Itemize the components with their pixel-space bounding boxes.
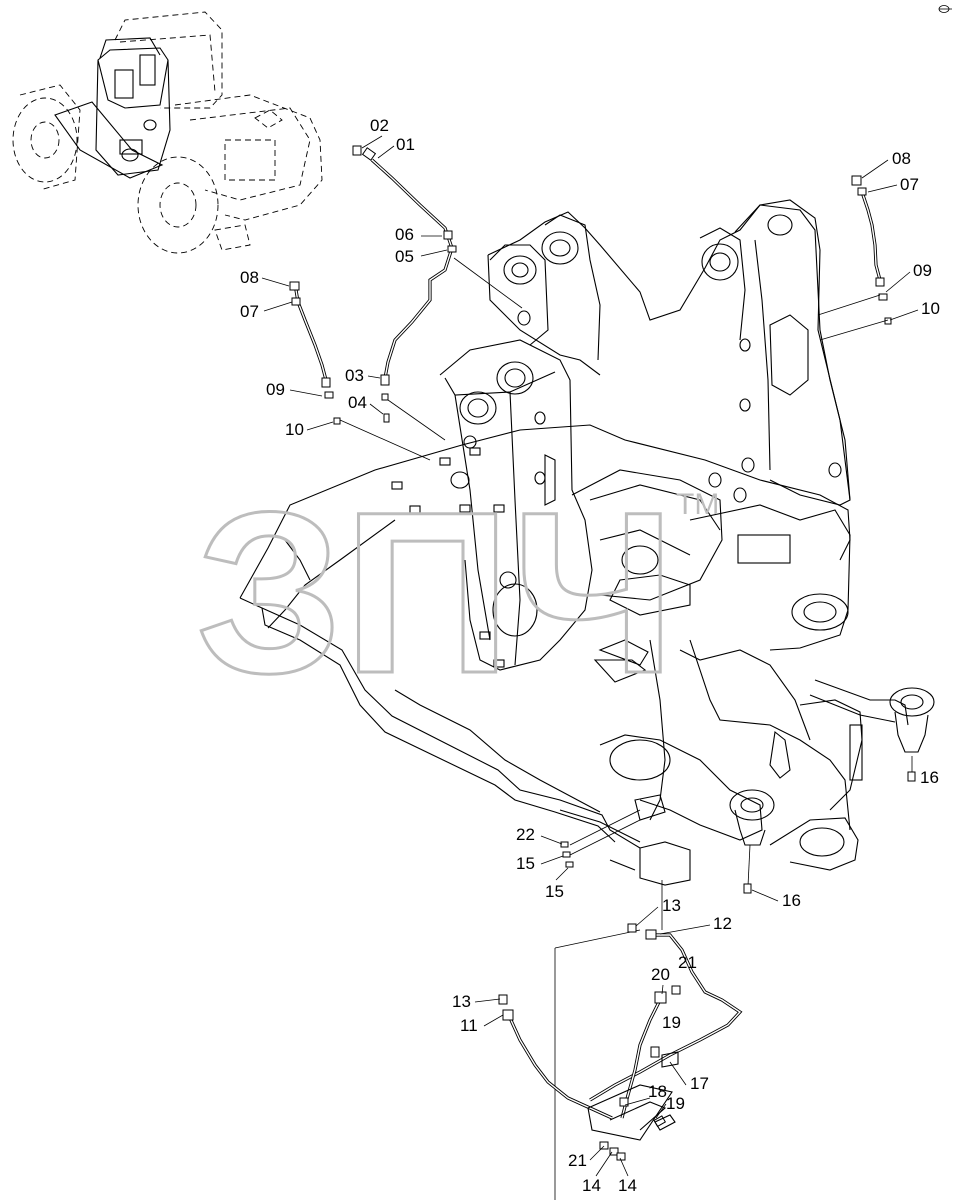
- callout-09-left: 09: [266, 380, 285, 399]
- leader-lines: [339, 257, 913, 1200]
- watermark-trademark: TM: [676, 488, 719, 521]
- callout-09-right: 09: [913, 261, 932, 280]
- callout-19-lower: 19: [666, 1094, 685, 1113]
- callout-17: 17: [690, 1074, 709, 1093]
- callout-22: 22: [516, 825, 535, 844]
- callout-03: 03: [345, 366, 364, 385]
- callout-06: 06: [395, 225, 414, 244]
- callout-01: 01: [396, 135, 415, 154]
- grease-line-01: [352, 145, 457, 423]
- callout-07-left: 07: [240, 302, 259, 321]
- callout-21-lower: 21: [568, 1151, 587, 1170]
- callout-02: 02: [370, 116, 389, 135]
- callout-10-right: 10: [921, 299, 940, 318]
- bolt-group-left: [391, 435, 517, 668]
- callout-leaders: [261, 135, 919, 1177]
- callout-05: 05: [395, 247, 414, 266]
- callout-13-left: 13: [452, 992, 471, 1011]
- callout-13-upper: 13: [662, 896, 681, 915]
- callout-16-bottom: 16: [782, 891, 801, 910]
- callout-14-right: 14: [618, 1176, 637, 1195]
- callout-07-right: 07: [900, 175, 919, 194]
- callout-18: 18: [648, 1082, 667, 1101]
- front-frame: [239, 199, 935, 886]
- locator-thumbnail: [12, 11, 323, 254]
- callout-04: 04: [348, 393, 367, 412]
- callout-15-upper: 15: [516, 854, 535, 873]
- fittings-misc: [560, 771, 916, 894]
- callout-08-left: 08: [240, 268, 259, 287]
- corner-symbol-icon: [938, 5, 952, 13]
- watermark: ЗПЧ TM: [195, 463, 720, 723]
- callout-20: 20: [651, 965, 670, 984]
- grease-line-07-right: [851, 175, 892, 325]
- callout-15-lower: 15: [545, 882, 564, 901]
- callout-21-upper: 21: [678, 953, 697, 972]
- callout-16-right: 16: [920, 768, 939, 787]
- callout-11: 11: [460, 1016, 478, 1035]
- watermark-text: ЗПЧ: [196, 464, 676, 721]
- callout-14-left: 14: [582, 1176, 601, 1195]
- callout-12: 12: [713, 914, 732, 933]
- callout-08-right: 08: [892, 149, 911, 168]
- callout-19-upper: 19: [662, 1013, 681, 1032]
- callout-labels: 02 01 06 05 03 04 08 07 09 10 08 07 09 1…: [240, 116, 940, 1195]
- grease-manifold-assembly: [498, 923, 743, 1161]
- callout-10-left: 10: [285, 420, 304, 439]
- grease-line-07-left: [289, 281, 341, 425]
